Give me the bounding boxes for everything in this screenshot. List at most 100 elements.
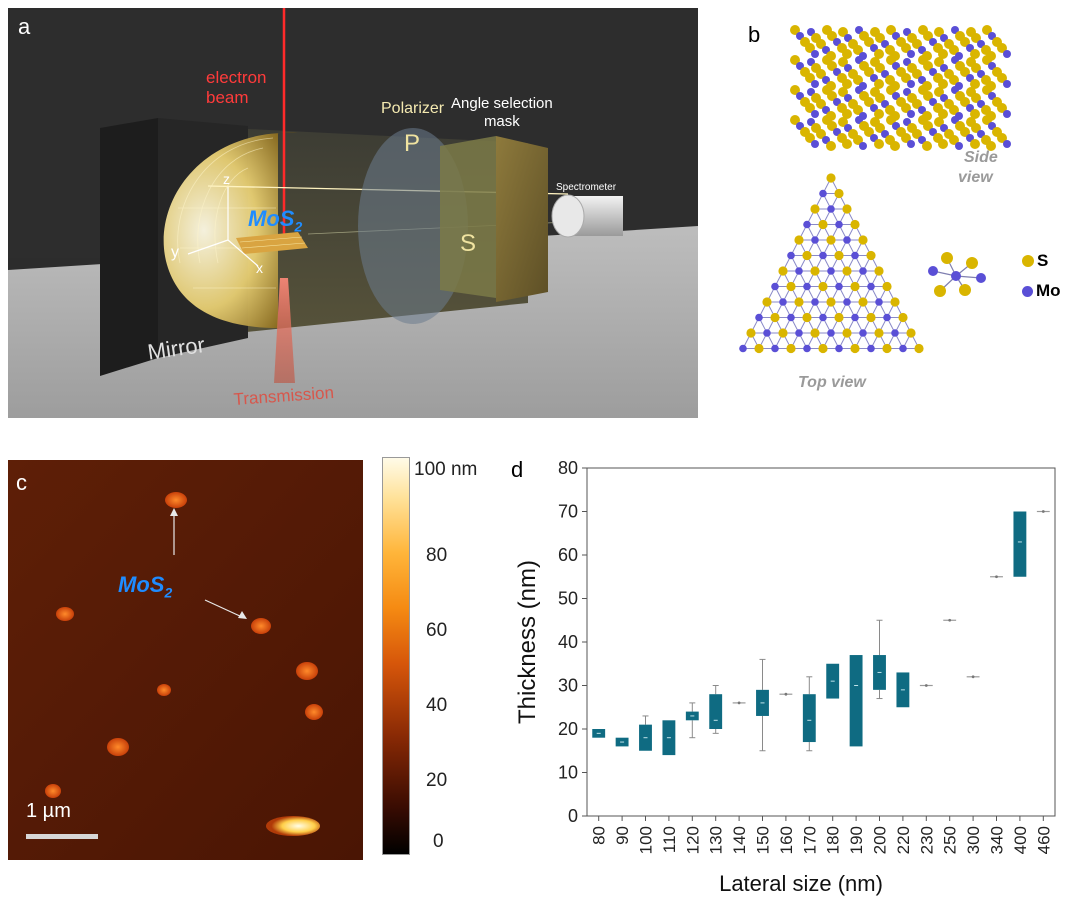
s-atom (816, 99, 826, 109)
s-atom (816, 69, 826, 79)
s-atom (874, 109, 884, 119)
s-atom (866, 250, 876, 261)
s-atom (838, 57, 848, 67)
box-140 (732, 701, 746, 705)
x-tick-label: 400 (1011, 826, 1030, 854)
s-atom (853, 105, 863, 115)
spectrometer-label: Spectrometer (556, 182, 617, 193)
mo-atom (779, 298, 787, 306)
s-atom (949, 75, 959, 85)
scalebar-label: 1 µm (26, 800, 71, 822)
atom-legend: S Mo (1022, 246, 1061, 306)
box-100 (639, 715, 652, 751)
s-atom (912, 129, 922, 139)
mo-atom (859, 267, 867, 275)
mos2-label-a: MoS2 (248, 206, 303, 235)
s-atom (826, 235, 836, 245)
mo-atom (843, 298, 851, 306)
s-atom (864, 67, 874, 77)
parabolic-mirror (163, 132, 298, 328)
s-atom (802, 250, 812, 261)
box-460 (1036, 510, 1050, 513)
s-atom (875, 63, 885, 73)
mo-atom (739, 344, 747, 353)
s-atom (982, 55, 992, 65)
s-atom (941, 252, 953, 264)
s-atom (805, 43, 815, 53)
s-atom (959, 284, 971, 296)
s-atom (770, 312, 780, 323)
s-atom (882, 281, 892, 292)
s-atom (826, 141, 836, 151)
axis-x-label: x (256, 260, 263, 276)
angle-mask-back (496, 136, 548, 302)
y-axis-label: Thickness (nm) (514, 560, 541, 724)
s-atom (842, 139, 852, 149)
mirror-box-side (100, 118, 158, 376)
s-atom (842, 109, 852, 119)
s-atom (858, 297, 868, 307)
y-tick-label: 50 (558, 589, 578, 609)
mo-atom (875, 298, 883, 306)
box-110 (662, 720, 676, 756)
s-atom (922, 141, 932, 151)
s-atom (890, 141, 900, 151)
box-150 (756, 658, 769, 752)
x-tick-label: 250 (941, 826, 960, 854)
legend-s: S (1022, 246, 1061, 276)
mo-atom (859, 329, 867, 337)
box-body (709, 694, 723, 729)
y-tick-label: 80 (558, 458, 578, 478)
mo-atom (827, 267, 835, 275)
side-view-label: Side view (958, 149, 998, 186)
box-90 (615, 737, 629, 747)
s-atom (912, 69, 922, 79)
angle-mask-front (440, 136, 496, 298)
s-atom (971, 63, 981, 73)
s-atom (826, 297, 836, 307)
mo-atom (835, 220, 843, 229)
mo-atom (891, 329, 899, 337)
x-tick-label: 170 (800, 826, 819, 854)
mo-atom (811, 110, 819, 118)
s-atom (901, 103, 911, 113)
s-atom (790, 85, 800, 95)
s-atom (842, 49, 852, 59)
s-atom (960, 97, 970, 107)
s-atom (786, 343, 796, 354)
s-atom (786, 281, 796, 292)
s-atom (934, 285, 946, 297)
s-atom (842, 266, 852, 276)
s-atom (834, 188, 844, 199)
s-atom (810, 266, 820, 276)
s-atom (938, 49, 948, 59)
mo-atom (771, 282, 779, 291)
box-200 (873, 619, 886, 700)
s-atom (810, 328, 820, 338)
s-atom (970, 49, 980, 59)
box-300 (966, 675, 980, 679)
s-atom (882, 343, 892, 354)
s-atom-icon (1022, 255, 1034, 267)
mo-atom (951, 271, 961, 281)
mo-atom (787, 313, 795, 322)
mo-atom (907, 110, 915, 118)
scale-bar (26, 834, 98, 839)
s-atom (901, 43, 911, 53)
s-atom (970, 109, 980, 119)
x-tick-label: 90 (613, 826, 632, 845)
panel-c-label: c (16, 470, 27, 495)
s-atom (901, 133, 911, 143)
mo-atom (1003, 140, 1011, 148)
mo-atom (803, 282, 811, 291)
panel-a: a electron beam Polarizer P S Angle sele… (8, 8, 698, 418)
s-atom (874, 139, 884, 149)
mo-atom (835, 282, 843, 291)
afm-image (8, 460, 363, 860)
top-view-crystal (739, 173, 924, 354)
s-atom (874, 49, 884, 59)
s-atom (802, 312, 812, 323)
box-130 (709, 685, 723, 734)
mo-atom (827, 205, 835, 213)
s-atom (966, 257, 978, 269)
